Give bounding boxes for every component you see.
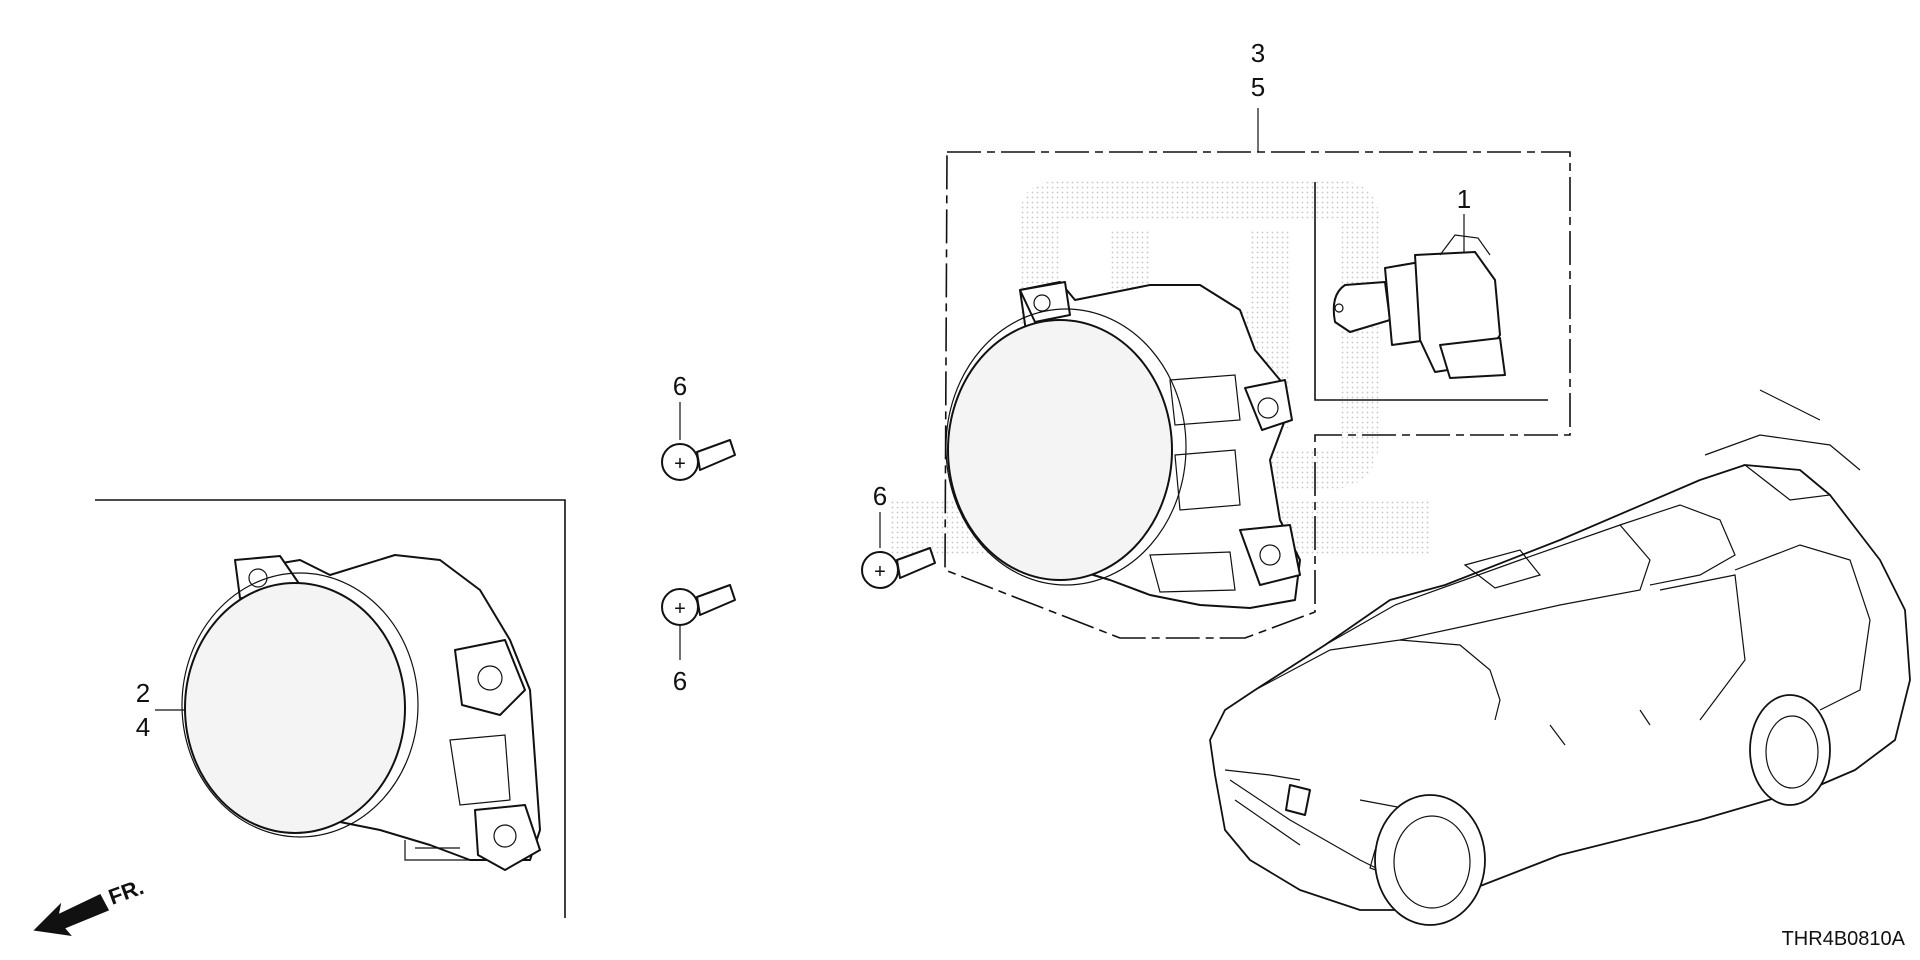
fog-light-right-assembly: 3 5 1 — [944, 38, 1571, 639]
callout-4: 4 — [136, 712, 150, 742]
front-wheel — [1374, 794, 1486, 926]
callout-2: 2 — [136, 678, 150, 708]
screw-top: 6 + — [661, 371, 736, 481]
callout-6-right: 6 — [873, 481, 887, 511]
assembly-outline-right — [944, 151, 1571, 639]
callout-5: 5 — [1251, 72, 1265, 102]
mounting-tab-side — [454, 639, 526, 716]
fog-light-lens — [184, 582, 406, 834]
fog-light-bulb: 1 — [1332, 184, 1506, 379]
screw-right: 6 + — [861, 481, 936, 589]
assembly-bracket-left — [95, 499, 566, 918]
callout-6-bottom: 6 — [673, 666, 687, 696]
mounting-tab-right-bottom — [1239, 524, 1301, 586]
fog-light-left-assembly: 2 4 — [95, 499, 566, 918]
callout-1: 1 — [1457, 184, 1471, 214]
fog-light-lens-right — [947, 319, 1173, 581]
screw-bottom: + 6 — [661, 584, 736, 696]
front-direction-arrow: FR. — [33, 874, 147, 937]
vehicle-illustration — [1209, 389, 1911, 926]
callout-6-top: 6 — [673, 371, 687, 401]
diagram-code: THR4B0810A — [1782, 928, 1906, 950]
arrow-icon — [33, 894, 110, 937]
mounting-tab-right-top — [1019, 281, 1071, 323]
callout-3: 3 — [1251, 38, 1265, 68]
direction-label: FR. — [105, 874, 147, 910]
svg-text:+: + — [874, 561, 886, 583]
mounting-tab-bottom — [474, 804, 541, 871]
svg-text:+: + — [674, 453, 686, 475]
bulb-bracket — [1314, 182, 1548, 401]
svg-text:+: + — [674, 598, 686, 620]
